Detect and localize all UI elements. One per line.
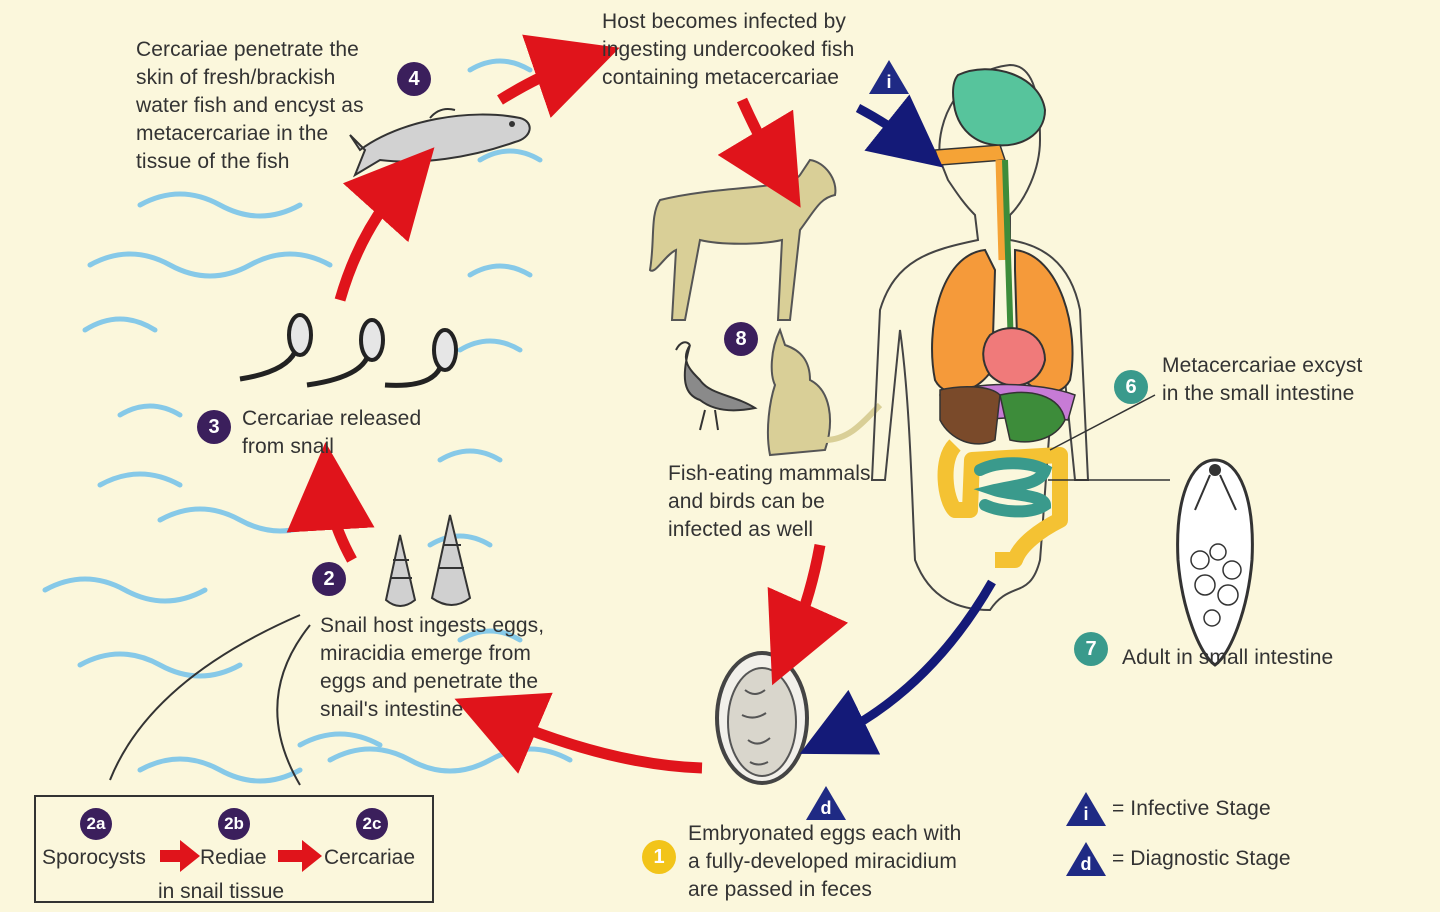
- step1-text: Embryonated eggs each with a fully-devel…: [688, 822, 962, 901]
- snail-tissue-box: [34, 795, 434, 903]
- legend-infective-label: = Infective Stage: [1112, 797, 1271, 820]
- snail-illustration: [384, 514, 472, 607]
- step2-text: Snail host ingests eggs, miracidia emerg…: [320, 614, 545, 721]
- step2c-badge: 2c: [356, 808, 388, 840]
- step6-text: Metacercariae excyst in the small intest…: [1162, 354, 1363, 405]
- dog-illustration: [648, 158, 837, 321]
- blue-arrows: [799, 94, 996, 755]
- sporocysts-label: Sporocysts: [42, 846, 146, 869]
- red-cycle-arrows: [286, 34, 849, 774]
- step7-badge: 7: [1074, 632, 1108, 666]
- egg-illustration: [715, 651, 809, 785]
- legend-diagnostic-label: = Diagnostic Stage: [1112, 847, 1291, 870]
- cat-illustration: [766, 327, 883, 457]
- bird-illustration: [675, 341, 758, 431]
- step2a-badge: 2a: [80, 808, 112, 840]
- step2b-badge: 2b: [218, 808, 250, 840]
- step8-text: Fish-eating mammals and birds can be inf…: [668, 462, 871, 541]
- step1-badge: 1: [642, 840, 676, 874]
- step5-text: Host becomes infected by ingesting under…: [602, 10, 855, 89]
- step7-text: Adult in small intestine: [1122, 646, 1334, 669]
- box-arrows: [160, 840, 322, 872]
- step3-badge: 3: [197, 410, 231, 444]
- infective-stage-icon: i: [869, 60, 909, 94]
- cercariae-label: Cercariae: [324, 846, 416, 869]
- cercariae-illustration: [239, 313, 458, 388]
- fish-illustration: [349, 108, 531, 178]
- legend-infective-icon: i: [1066, 792, 1106, 826]
- step4-text: Cercariae penetrate the skin of fresh/br…: [136, 38, 364, 173]
- step6-badge: 6: [1114, 370, 1148, 404]
- step2-badge: 2: [312, 562, 346, 596]
- step4-badge: 4: [397, 62, 431, 96]
- diagnostic-stage-icon: d: [806, 786, 846, 820]
- step8-badge: 8: [724, 322, 758, 356]
- step3-text: Cercariae released from snail: [242, 407, 422, 458]
- legend-diagnostic-icon: d: [1066, 842, 1106, 876]
- rediae-label: Rediae: [200, 846, 267, 869]
- human-body-illustration: [870, 63, 1170, 612]
- snail-tissue-caption: in snail tissue: [158, 880, 285, 903]
- water-waves: [42, 58, 573, 784]
- adult-fluke-illustration: [1176, 458, 1254, 667]
